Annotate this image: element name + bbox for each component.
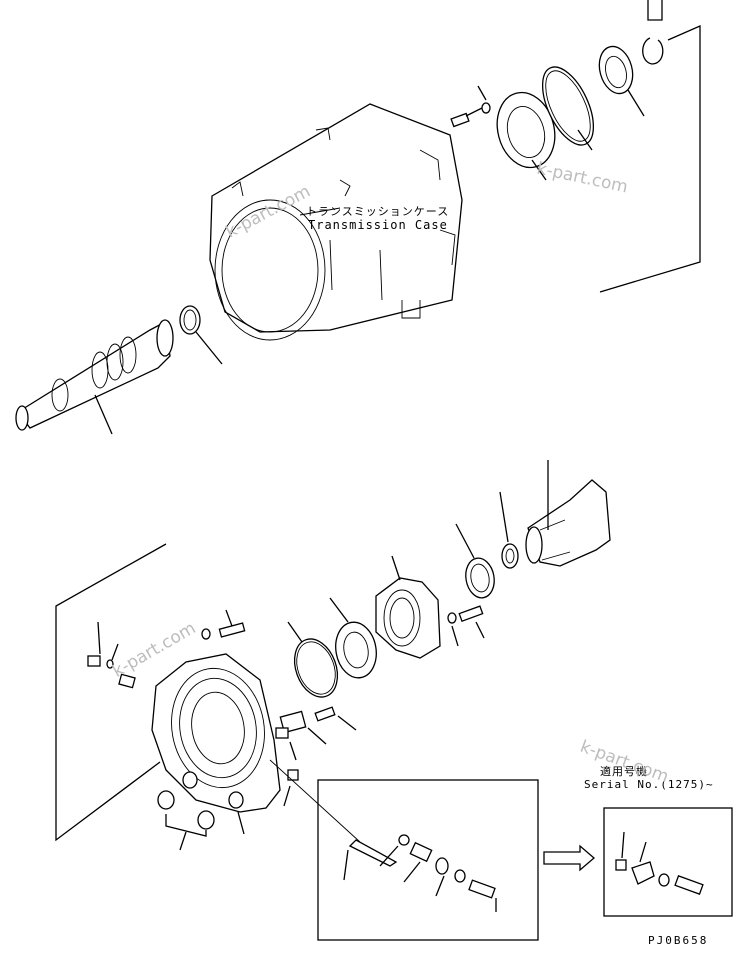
transmission-case — [209, 103, 463, 341]
transmission-case-label: Transmission Case — [308, 218, 448, 232]
bearing-retainer — [375, 555, 441, 659]
output-spacer — [499, 491, 519, 569]
output-oil-seal — [455, 523, 495, 599]
drawing-code-label: PJ0B658 — [648, 934, 709, 947]
inspection-cover — [279, 706, 357, 745]
oil-seal — [598, 45, 645, 117]
drain-plug — [275, 727, 297, 761]
right-arrow-icon — [543, 844, 595, 872]
sensor-detail-box — [317, 779, 539, 941]
output-housing — [151, 653, 281, 835]
snap-ring — [642, 37, 664, 65]
housing-bolt — [201, 609, 246, 640]
cap-pair — [157, 790, 215, 851]
output-bearing — [329, 597, 377, 679]
cover-bolt — [450, 85, 491, 128]
housing-o-ring — [287, 621, 339, 698]
transmission-case-jp-label: トランスミッションケース — [306, 205, 450, 218]
breather-plug — [87, 621, 101, 667]
retainer-bolt — [447, 605, 485, 647]
serial-number-label: Serial No.(1275)~ — [584, 778, 714, 791]
dowel-pin — [118, 673, 136, 689]
sensor-leader — [269, 759, 361, 843]
serial-detail-box — [603, 807, 733, 917]
bottom-boundary-bracket — [55, 543, 167, 842]
top-boundary-bracket — [599, 0, 701, 293]
shaft-seal-ring — [179, 305, 223, 365]
plug-ring — [106, 643, 119, 669]
applicable-serial-jp-label: 適用号機 — [600, 765, 648, 778]
input-shaft — [15, 319, 174, 435]
output-yoke-shaft — [525, 460, 611, 567]
cover-plate — [496, 91, 556, 181]
housing-drain-plug — [283, 769, 299, 807]
cover-o-ring — [541, 66, 595, 151]
